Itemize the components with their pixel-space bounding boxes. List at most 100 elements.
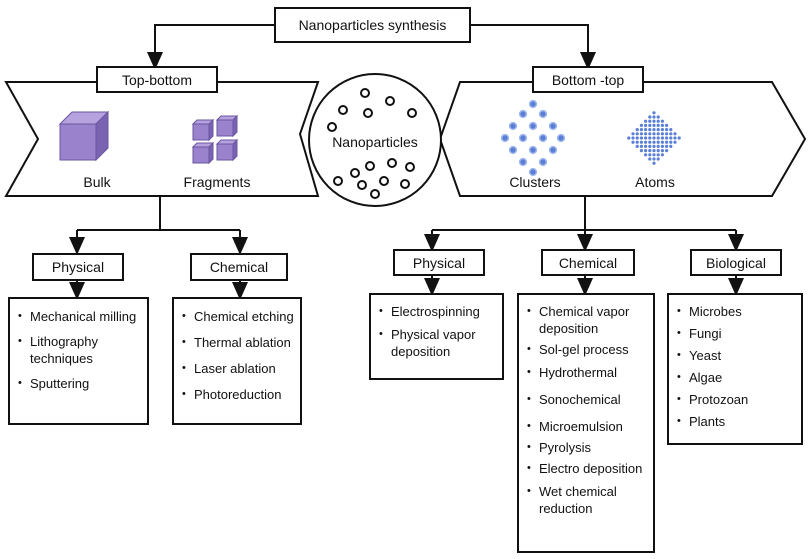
lattice-dot [652, 140, 656, 144]
lattice-dot [652, 157, 656, 161]
lattice-dot [656, 119, 660, 123]
cluster-dot [556, 133, 566, 143]
right-biological-list: Microbes Fungi Yeast Algae Protozoan Pla… [675, 303, 795, 430]
cluster-dot [528, 121, 538, 131]
lattice-dot [639, 123, 644, 127]
bulk-cube-icon [58, 110, 110, 162]
right-physical-box: Physical [393, 249, 485, 276]
lattice-dot [648, 140, 652, 144]
lattice-dot [669, 136, 673, 140]
lattice-dot [644, 136, 648, 140]
list-item: Electrospinning [377, 303, 496, 320]
cluster-dot [538, 109, 548, 119]
right-tree-connectors [424, 196, 744, 296]
left-physical-box: Physical [32, 253, 124, 281]
lattice-dot [648, 119, 652, 123]
lattice-dot [635, 140, 639, 144]
lattice-dot [652, 119, 656, 123]
left-physical-list: Mechanical milling Lithography technique… [16, 308, 141, 392]
lattice-dot [648, 128, 652, 132]
lattice-dot [656, 132, 660, 136]
lattice-dot [652, 111, 656, 115]
lattice-dot [669, 144, 673, 148]
lattice-dot [652, 132, 656, 136]
list-item: Sputtering [16, 375, 141, 392]
list-item: Protozoan [675, 391, 795, 408]
lattice-dot [648, 123, 652, 127]
bottom-top-header: Bottom -top [532, 66, 644, 93]
list-item: Hydrothermal [525, 364, 647, 381]
left-chemical-label: Chemical [209, 259, 269, 275]
list-item: Photoreduction [180, 386, 294, 403]
list-item: Lithography techniques [16, 333, 141, 367]
lattice-dot [644, 144, 648, 148]
lattice-dot [656, 140, 660, 144]
left-tree-connectors [69, 196, 248, 300]
left-physical-label: Physical [51, 259, 105, 275]
lattice-dot [660, 149, 665, 153]
left-chemical-list: Chemical etching Thermal ablation Laser … [180, 308, 294, 403]
list-item: Mechanical milling [16, 308, 141, 325]
lattice-dot [648, 157, 652, 161]
lattice-dot [644, 119, 648, 123]
list-item: Pyrolysis [525, 439, 647, 456]
right-biological-box: Biological [690, 249, 782, 276]
lattice-dot [644, 149, 648, 153]
cluster-dot [518, 157, 528, 167]
lattice-dot [656, 115, 660, 119]
lattice-dot [631, 132, 635, 136]
right-biological-list-box: Microbes Fungi Yeast Algae Protozoan Pla… [667, 293, 803, 445]
right-physical-label: Physical [412, 254, 466, 271]
clusters-dots-icon [500, 99, 566, 177]
cluster-dot [538, 133, 548, 143]
cluster-dot [528, 145, 538, 155]
lattice-dot [631, 136, 635, 140]
top-bottom-label: Top-bottom [121, 71, 193, 88]
cluster-dot [500, 133, 510, 143]
right-chemical-box: Chemical [541, 249, 635, 276]
lattice-dot [656, 123, 660, 127]
lattice-dot [665, 149, 669, 153]
cluster-dot [518, 133, 528, 143]
lattice-dot [652, 123, 656, 127]
fragments-label: Fragments [184, 174, 251, 190]
list-item: Yeast [675, 347, 795, 364]
lattice-dot [660, 128, 665, 132]
lattice-dot [627, 136, 631, 140]
lattice-dot [639, 132, 644, 136]
lattice-dot [656, 153, 660, 157]
lattice-dot [665, 123, 669, 127]
lattice-dot [639, 149, 644, 153]
lattice-dot [652, 115, 656, 119]
list-item: Plants [675, 413, 795, 430]
right-chemical-list-box: Chemical vapor deposition Sol-gel proces… [517, 293, 655, 553]
lattice-dot [673, 136, 677, 140]
lattice-dot [660, 144, 665, 148]
list-item: Microbes [675, 303, 795, 320]
lattice-dot [673, 132, 677, 136]
lattice-dot [639, 144, 644, 148]
lattice-dot [665, 132, 669, 136]
lattice-dot [635, 132, 639, 136]
lattice-dot [656, 128, 660, 132]
nanoparticle-dots [327, 88, 417, 199]
list-item: Thermal ablation [180, 334, 294, 351]
lattice-dot [648, 115, 652, 119]
title-box: Nanoparticles synthesis [274, 7, 471, 43]
lattice-dot [639, 140, 644, 144]
lattice-dot [652, 161, 656, 165]
lattice-dot [648, 153, 652, 157]
lattice-dot [652, 144, 656, 148]
bulk-label: Bulk [83, 174, 111, 190]
lattice-dot [656, 157, 660, 161]
lattice-dot [660, 153, 665, 157]
center-label: Nanoparticles [332, 134, 418, 150]
list-item: Electro deposition [525, 460, 647, 477]
lattice-dot [652, 153, 656, 157]
cluster-dot [518, 109, 528, 119]
lattice-dot [648, 144, 652, 148]
cluster-dot [548, 145, 558, 155]
list-item: Chemical etching [180, 308, 294, 325]
lattice-dot [660, 140, 665, 144]
